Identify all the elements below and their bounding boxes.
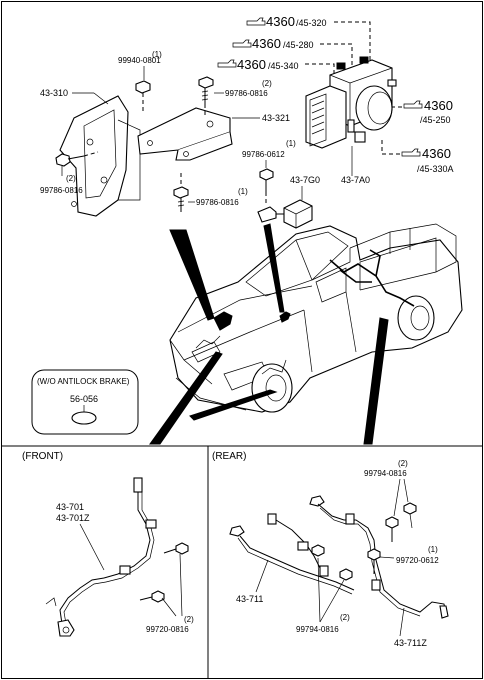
abs-ref-sub: /45-250 <box>420 115 451 125</box>
bracket-left-43-310 <box>59 95 141 217</box>
pickup-truck-illustration <box>169 223 463 413</box>
bracket-right-43-321 <box>137 107 233 161</box>
label-nut-top-qty: (1) <box>152 50 162 59</box>
pump-motor <box>355 85 393 131</box>
rear-label-bolt-right: 99720-0612 <box>396 556 439 565</box>
abs-ref-1: 4360 /45-320 <box>246 14 327 29</box>
abs-ref-number: 4360 <box>422 146 451 161</box>
rear-bolts <box>311 502 417 581</box>
pointing-hand-arrow-icon <box>401 148 421 157</box>
leader-line <box>381 140 400 155</box>
front-section-title: (FRONT) <box>22 451 63 462</box>
front-label-sensor-b: 43-701Z <box>56 513 90 523</box>
rear-wheel-speed-harness <box>229 495 449 619</box>
leader-line <box>334 21 371 62</box>
label-relay: 43-7G0 <box>290 175 320 185</box>
abs-ref-sub: /45-280 <box>283 40 314 50</box>
abs-ref-number: 4360 <box>237 57 266 72</box>
bolt-99786-0816-lower <box>173 170 189 212</box>
inset-without-abs: (W/O ANTILOCK BRAKE) 56-056 <box>31 369 139 435</box>
callout-pointer-inset <box>189 389 278 421</box>
label-bolt-mid: 99786-0816 <box>225 89 268 98</box>
front-bolts <box>139 542 189 617</box>
abs-ref-number: 4360 <box>252 36 281 51</box>
rear-wheel <box>397 295 435 341</box>
label-bracket-right: 43-321 <box>262 113 290 123</box>
bolt-99786-0816-mid <box>198 76 214 118</box>
rear-label-bolt-top: 99794-0816 <box>364 469 407 478</box>
pointing-hand-arrow-icon <box>232 39 252 48</box>
label-module: 43-7A0 <box>341 175 370 185</box>
label-bolt-mid-qty: (2) <box>262 79 272 88</box>
label-nut-top: 99940-0801 <box>118 56 161 65</box>
abs-hydraulic-unit <box>305 56 397 149</box>
bolt-99786-0816-left <box>55 151 99 167</box>
rear-label-bolt-top-qty: (2) <box>398 459 408 468</box>
inset-part-number: 56-056 <box>70 394 98 404</box>
leader-line <box>305 63 335 80</box>
front-label-bolt-qty: (2) <box>184 615 194 624</box>
abs-ref-sub: /45-320 <box>296 18 327 28</box>
front-label-sensor-a: 43-701 <box>56 502 84 512</box>
abs-ref-sub: /45-330A <box>417 164 454 174</box>
inset-box <box>31 369 139 435</box>
leader-line <box>320 43 353 72</box>
label-bolt-relay-qty: (1) <box>286 139 296 148</box>
abs-ref-sub: /45-340 <box>268 61 299 71</box>
label-bolt-left-qty: (2) <box>66 174 76 183</box>
rear-section-title: (REAR) <box>212 451 246 462</box>
callout-pointer <box>169 229 215 321</box>
rear-label-bolt-bottom: 99794-0816 <box>296 625 339 634</box>
label-bracket-left: 43-310 <box>40 88 68 98</box>
abs-ref-2: 4360 /45-280 <box>232 36 314 51</box>
pointing-hand-arrow-icon <box>217 59 237 68</box>
label-bolt-lower: 99786-0816 <box>196 198 239 207</box>
rear-label-bolt-right-qty: (1) <box>428 545 438 554</box>
rear-label-harness-left: 43-711 <box>236 594 263 604</box>
front-wheel <box>251 363 293 413</box>
callout-pointer-front <box>149 351 223 445</box>
pointing-hand-arrow-icon <box>246 17 266 26</box>
nut-99940-0801 <box>135 80 151 112</box>
front-label-bolt: 99720-0816 <box>146 625 189 634</box>
rear-label-bolt-bottom-qty: (2) <box>340 613 350 622</box>
rear-label-harness-right: 43-711Z <box>394 638 427 648</box>
label-bolt-relay: 99786-0612 <box>242 150 285 159</box>
relay-43-7G0 <box>257 199 313 229</box>
bolt-99786-0612 <box>259 168 274 204</box>
abs-ref-number: 4360 <box>266 14 295 29</box>
abs-ref-number: 4360 <box>424 98 453 113</box>
callout-pointer-rear <box>363 317 389 445</box>
pointing-hand-arrow-icon <box>403 100 423 109</box>
callout-pointer <box>263 223 285 313</box>
label-bolt-left: 99786-0816 <box>40 186 83 195</box>
front-wheel-speed-sensor <box>45 477 157 637</box>
abs-ref-4: 4360 /45-250 <box>403 98 453 125</box>
blind-plug <box>71 411 97 425</box>
inset-title: (W/O ANTILOCK BRAKE) <box>37 377 130 386</box>
abs-ref-3: 4360 /45-340 <box>217 57 299 72</box>
label-bolt-lower-qty: (1) <box>238 187 248 196</box>
abs-ref-5: 4360 /45-330A <box>401 146 454 174</box>
